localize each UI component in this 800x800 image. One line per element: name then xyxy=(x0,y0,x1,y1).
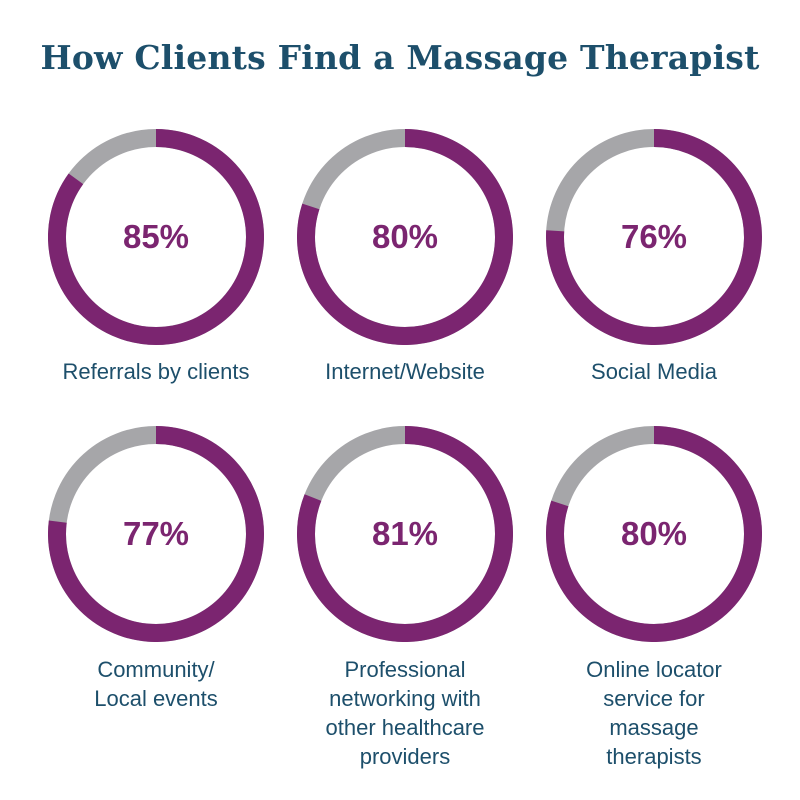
value-arc xyxy=(48,129,264,345)
donut-ring-svg xyxy=(48,426,264,642)
donut-professional-networking: 81% xyxy=(297,426,513,642)
percent-value: 81% xyxy=(371,515,439,552)
percent-value: 76% xyxy=(620,218,688,255)
percent-value: 77% xyxy=(122,515,190,552)
value-arc xyxy=(297,129,513,345)
donut-label: Community/Local events xyxy=(94,657,218,711)
percent-value: 80% xyxy=(620,515,688,552)
donut-online-locator-service: 80% xyxy=(546,426,762,642)
donut-label: Referrals by clients xyxy=(62,359,250,384)
percent-value: 80% xyxy=(371,218,439,255)
donut-ring-svg xyxy=(297,426,513,642)
donut-ring-svg xyxy=(297,129,513,345)
donut-referrals-by-clients: 85% xyxy=(48,129,264,345)
value-arc xyxy=(546,129,762,345)
donut-internet-website: 80% xyxy=(297,129,513,345)
donut-community-local-events: 77% xyxy=(48,426,264,642)
donut-label: Social Media xyxy=(591,359,717,384)
value-arc xyxy=(546,426,762,642)
value-arc xyxy=(297,426,513,642)
value-arc xyxy=(48,426,264,642)
donut-social-media: 76% xyxy=(546,129,762,345)
donut-ring-svg xyxy=(546,129,762,345)
donut-ring-svg xyxy=(48,129,264,345)
percent-value: 85% xyxy=(122,218,190,255)
chart-title: How Clients Find a Massage Therapist xyxy=(40,38,760,77)
donut-ring-svg xyxy=(546,426,762,642)
donut-label: Internet/Website xyxy=(325,359,485,384)
